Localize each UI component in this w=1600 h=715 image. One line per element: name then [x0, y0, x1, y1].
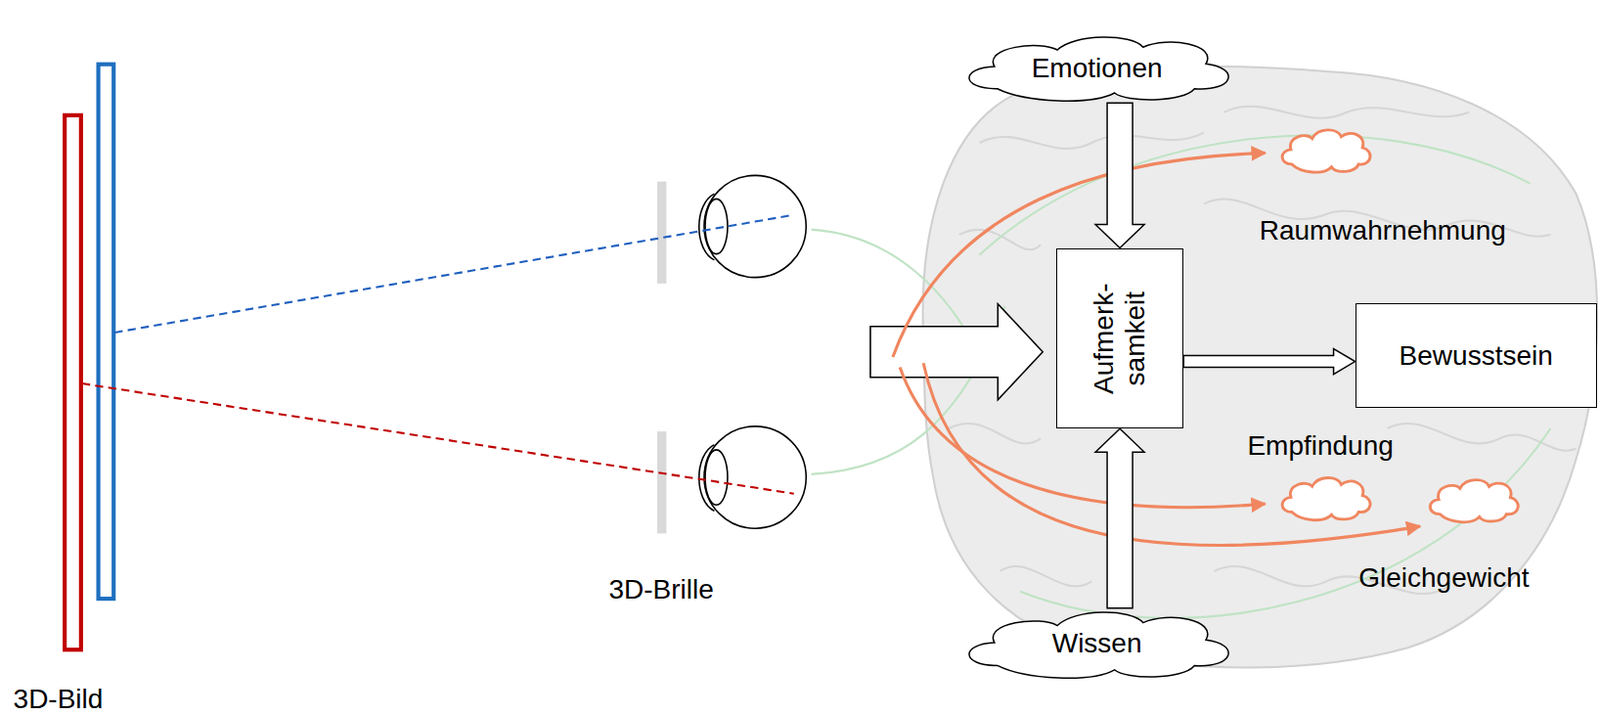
glasses-filter	[657, 431, 667, 534]
block-arrow	[1183, 349, 1355, 375]
brain-gyri	[948, 106, 1576, 594]
caption-label: 3D-Bild	[13, 683, 104, 715]
node-text: Wissen	[1052, 627, 1143, 660]
process-box: Bewusstsein	[1355, 303, 1598, 408]
eye	[699, 426, 806, 529]
cloud-node: Emotionen	[954, 33, 1241, 103]
image-plane-red	[64, 115, 82, 650]
block-arrow	[1095, 102, 1145, 248]
image-plane-blue	[98, 64, 115, 599]
caption-label: Empfindung	[1246, 430, 1393, 462]
node-text: Emotionen	[1031, 52, 1163, 85]
glasses-filter	[657, 181, 667, 284]
eye	[699, 175, 806, 277]
sight-line	[114, 215, 792, 333]
node-text: Aufmerk- samkeit	[1088, 256, 1152, 422]
caption-label: 3D-Brille	[608, 574, 713, 606]
caption-label: Gleichgewicht	[1358, 561, 1529, 593]
process-box: Aufmerk- samkeit	[1056, 248, 1184, 430]
block-arrow	[1095, 428, 1145, 609]
node-text: Bewusstsein	[1399, 340, 1554, 372]
cloud-node: Wissen	[954, 608, 1241, 680]
perception-arrow	[892, 152, 1421, 545]
caption-label: Raumwahrnehmung	[1259, 215, 1507, 247]
sight-line	[82, 383, 795, 494]
